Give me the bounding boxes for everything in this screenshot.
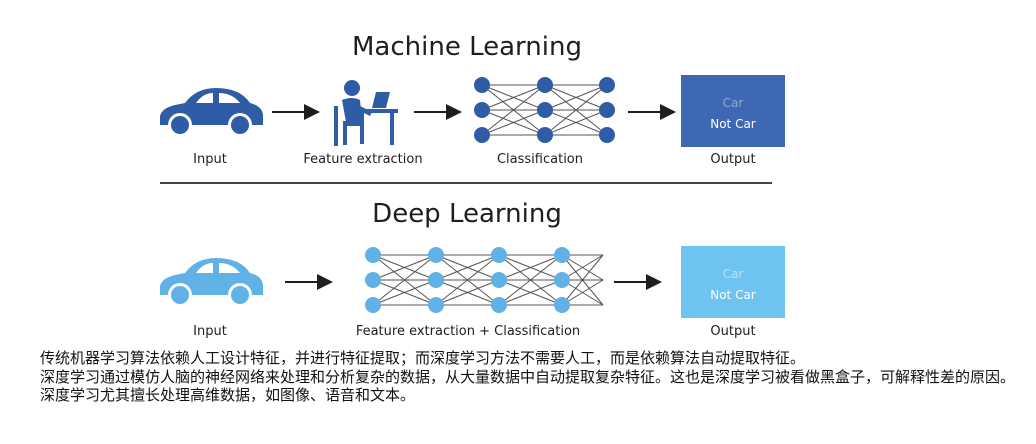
caption-line-3: 深度学习尤其擅长处理高维数据，如图像、语音和文本。 [40, 386, 416, 404]
dl-title: Deep Learning [372, 199, 562, 229]
ml-classification-label: Classification [497, 152, 583, 167]
dl-output-label: Output [710, 324, 755, 339]
dl-input-label: Input [193, 324, 227, 339]
machine-learning-section: Machine Learning Input Feature extr [160, 32, 785, 167]
ml-title: Machine Learning [352, 32, 582, 62]
caption-line-2: 深度学习通过模仿人脑的神经网络来处理和分析复杂的数据，从大量数据中自动提取复杂特… [40, 367, 1016, 386]
ml-output-label: Output [710, 152, 755, 167]
ml-input-label: Input [193, 152, 227, 167]
deep-learning-section: Deep Learning Input [160, 199, 785, 339]
ml-neural-network-icon [474, 77, 615, 143]
person-at-desk-icon [334, 80, 398, 146]
ml-feature-label: Feature extraction [303, 152, 422, 167]
caption-line-1: 传统机器学习算法依赖人工设计特征，并进行特征提取；而深度学习方法不需要人工，而是… [40, 349, 806, 367]
dl-output-box [681, 246, 785, 318]
dl-output-car: Car [723, 267, 744, 281]
ml-output-box [681, 75, 785, 147]
ml-car-icon [160, 88, 263, 137]
dl-output-not-car: Not Car [710, 288, 756, 302]
ml-output-car: Car [723, 96, 744, 110]
ml-output-not-car: Not Car [710, 117, 756, 131]
caption-block: 传统机器学习算法依赖人工设计特征，并进行特征提取；而深度学习方法不需要人工，而是… [40, 349, 1020, 405]
dl-process-label: Feature extraction + Classification [356, 324, 580, 339]
dl-car-icon [160, 258, 263, 307]
dl-neural-network-icon [365, 247, 604, 313]
ml-vs-dl-diagram: Machine Learning Input Feature extr [160, 32, 785, 339]
